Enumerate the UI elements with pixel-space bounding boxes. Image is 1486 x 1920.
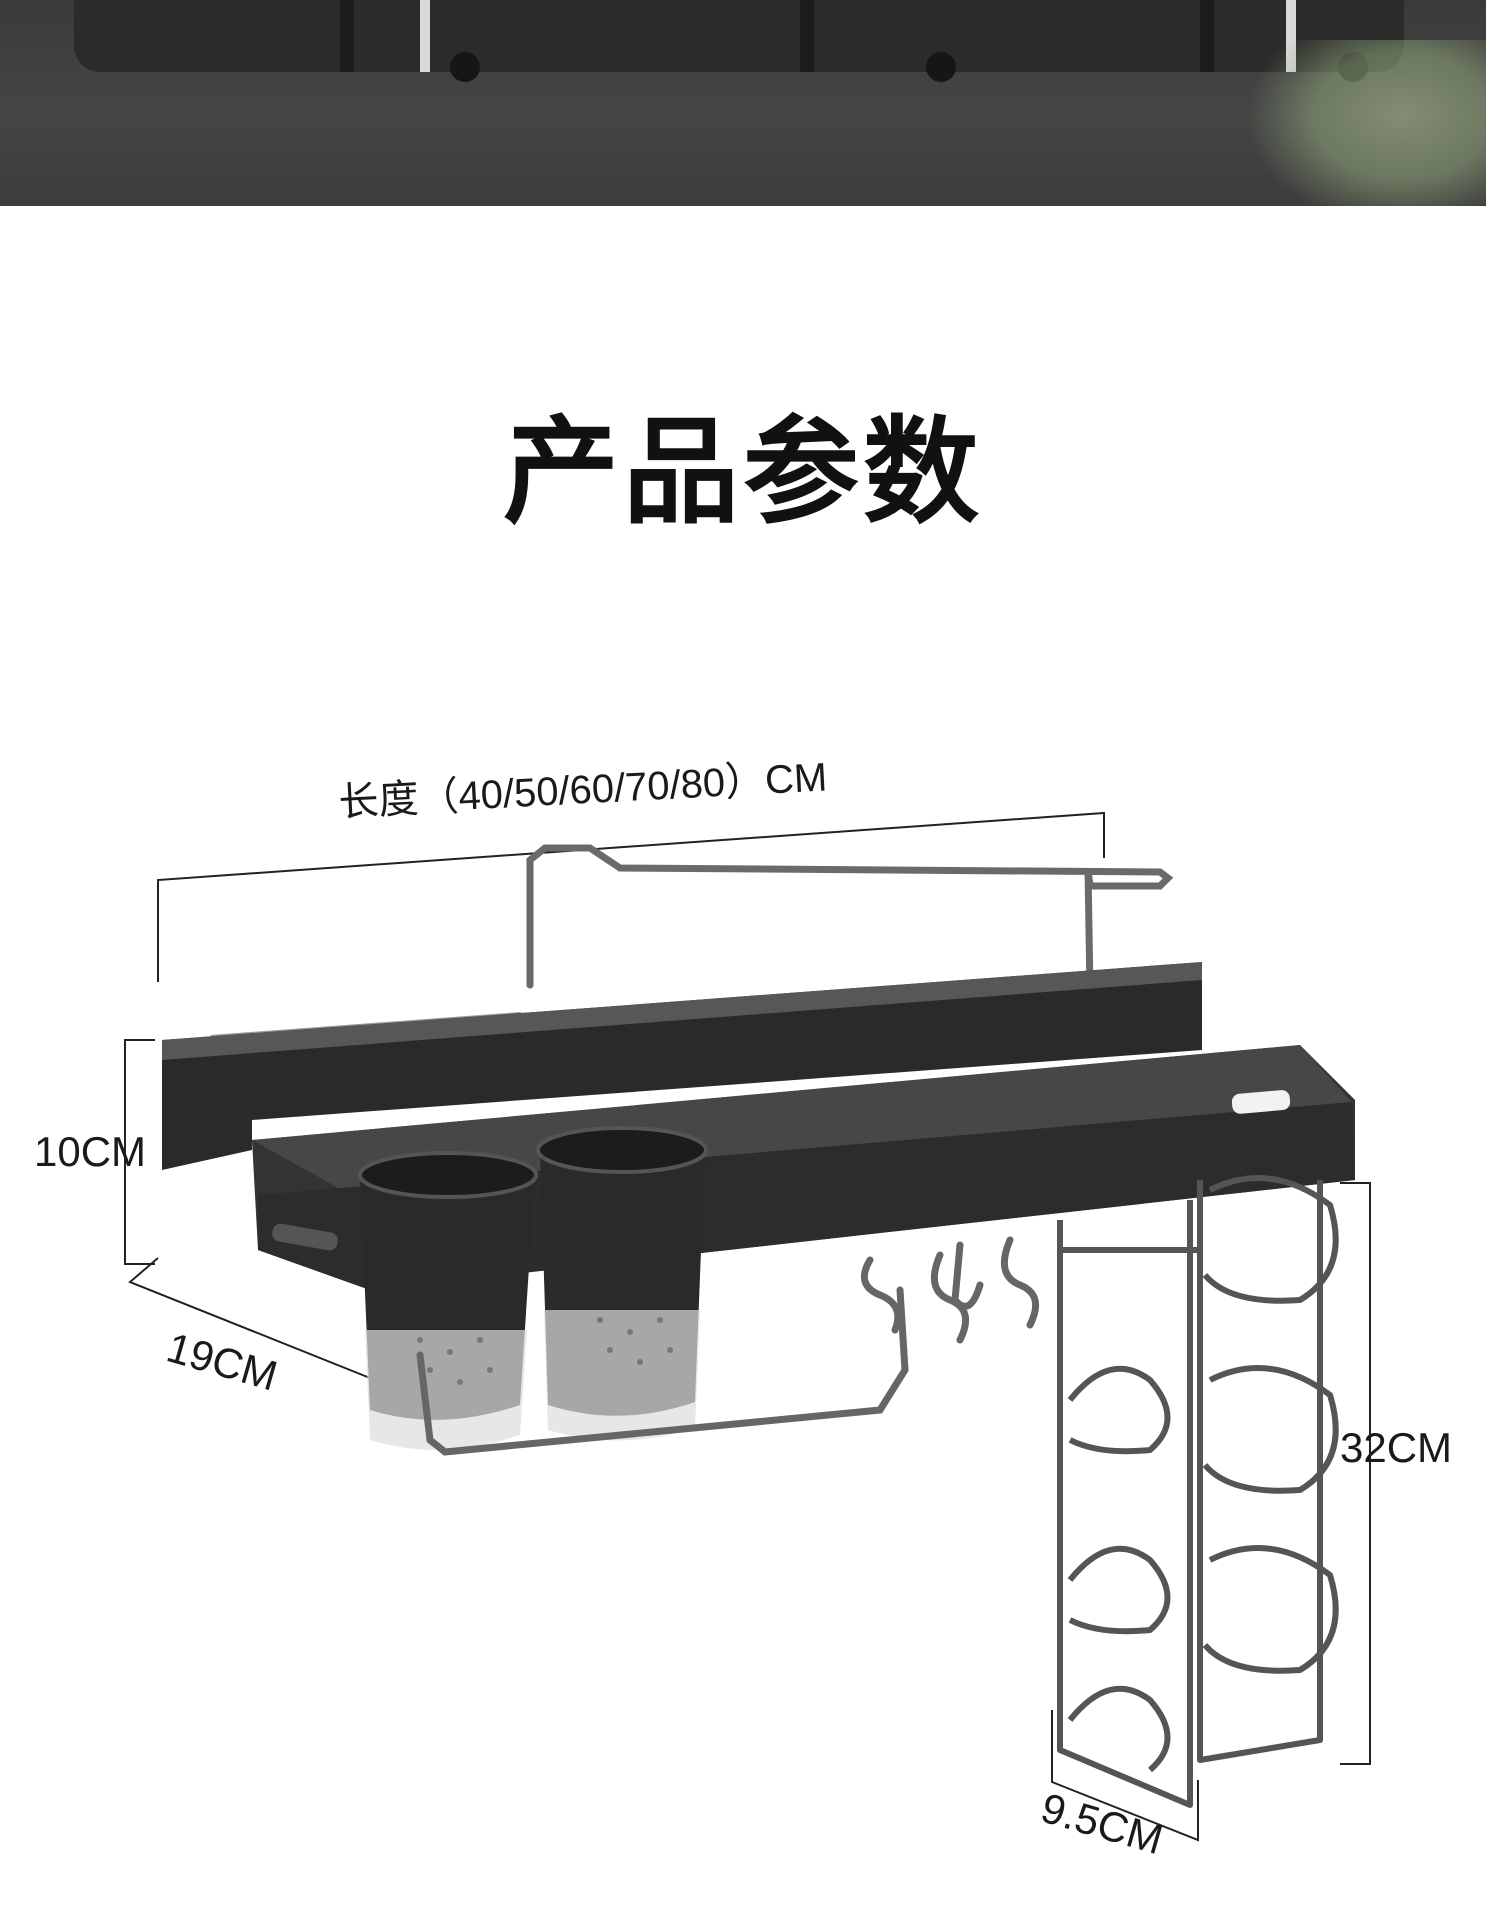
rack-back-block [162, 962, 1202, 1170]
hanger-height-dimension-line [1340, 1182, 1371, 1765]
length-dimension-line [157, 811, 1105, 982]
height-dimension-line [124, 1039, 155, 1265]
lower-towel-bar [416, 1286, 909, 1456]
banner-rod [800, 0, 814, 72]
kitchen-rack-illustration [124, 811, 1371, 1842]
banner-rod [1200, 0, 1214, 72]
depth-dimension-line [128, 1257, 371, 1379]
utensil-cups [358, 1126, 708, 1450]
top-towel-rail [526, 844, 1174, 994]
rack-top-surface [162, 962, 1202, 1060]
hanger-width-dimension-line [1051, 1710, 1199, 1842]
top-banner-photo [0, 0, 1486, 206]
height-dimension-label: 10CM [34, 1128, 147, 1175]
banner-rod [340, 0, 354, 72]
s-hooks [860, 1236, 1040, 1344]
page-title: 产品参数 [503, 405, 983, 540]
banner-rod [420, 0, 430, 72]
tray-handle-hole-left [272, 1223, 338, 1251]
hanger-height-dimension-label: 32CM [1340, 1424, 1453, 1471]
dimension-lines [124, 811, 1371, 1842]
plant-leaf-decoration [1246, 40, 1486, 206]
banner-rod [1286, 0, 1296, 72]
banner-knob [450, 52, 480, 82]
banner-wall-panel [74, 0, 1404, 72]
pot-lid-hanger [1057, 1175, 1339, 1808]
tray-handle-hole-right [1231, 1090, 1291, 1114]
banner-knob [926, 52, 956, 82]
